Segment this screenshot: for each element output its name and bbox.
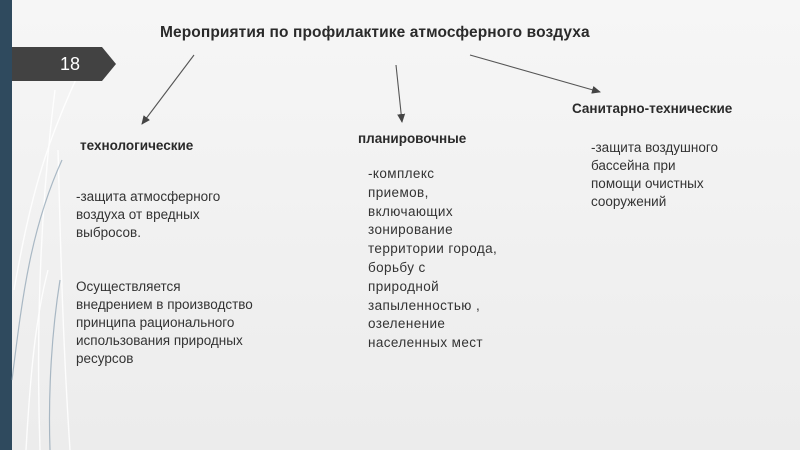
page-number: 18 [59, 54, 80, 74]
technological-text-2: Осуществляется внедрением в производство… [76, 279, 253, 366]
heading-sanitary: Санитарно-технические [572, 101, 733, 116]
decorative-curve [13, 49, 91, 291]
planning-description: -комплекс приемов, включающих зонировани… [368, 166, 498, 351]
decorative-curve [48, 279, 61, 450]
sidebar-stripe [0, 0, 12, 450]
decorative-curve [37, 89, 56, 450]
arrow-to-planning [395, 64, 406, 123]
heading-technological: технологические [80, 138, 194, 153]
technological-text-1: -защита атмосферного воздуха от вредных … [76, 189, 221, 240]
heading-planning: планировочные [358, 131, 467, 146]
arrow-to-sanitary [469, 54, 601, 94]
slide-title: Мероприятия по профилактике атмосферного… [160, 24, 590, 41]
decorative-curves [11, 49, 91, 450]
decorative-curve [57, 149, 71, 450]
sanitary-description: -защита воздушного бассейна при помощи о… [591, 140, 718, 209]
arrow-to-technological [141, 54, 195, 125]
technological-description: -защита атмосферного воздуха от вредных … [76, 170, 301, 386]
decorative-curve [25, 269, 49, 450]
page-number-box: 18 [12, 47, 116, 81]
decorative-curve [11, 159, 63, 381]
